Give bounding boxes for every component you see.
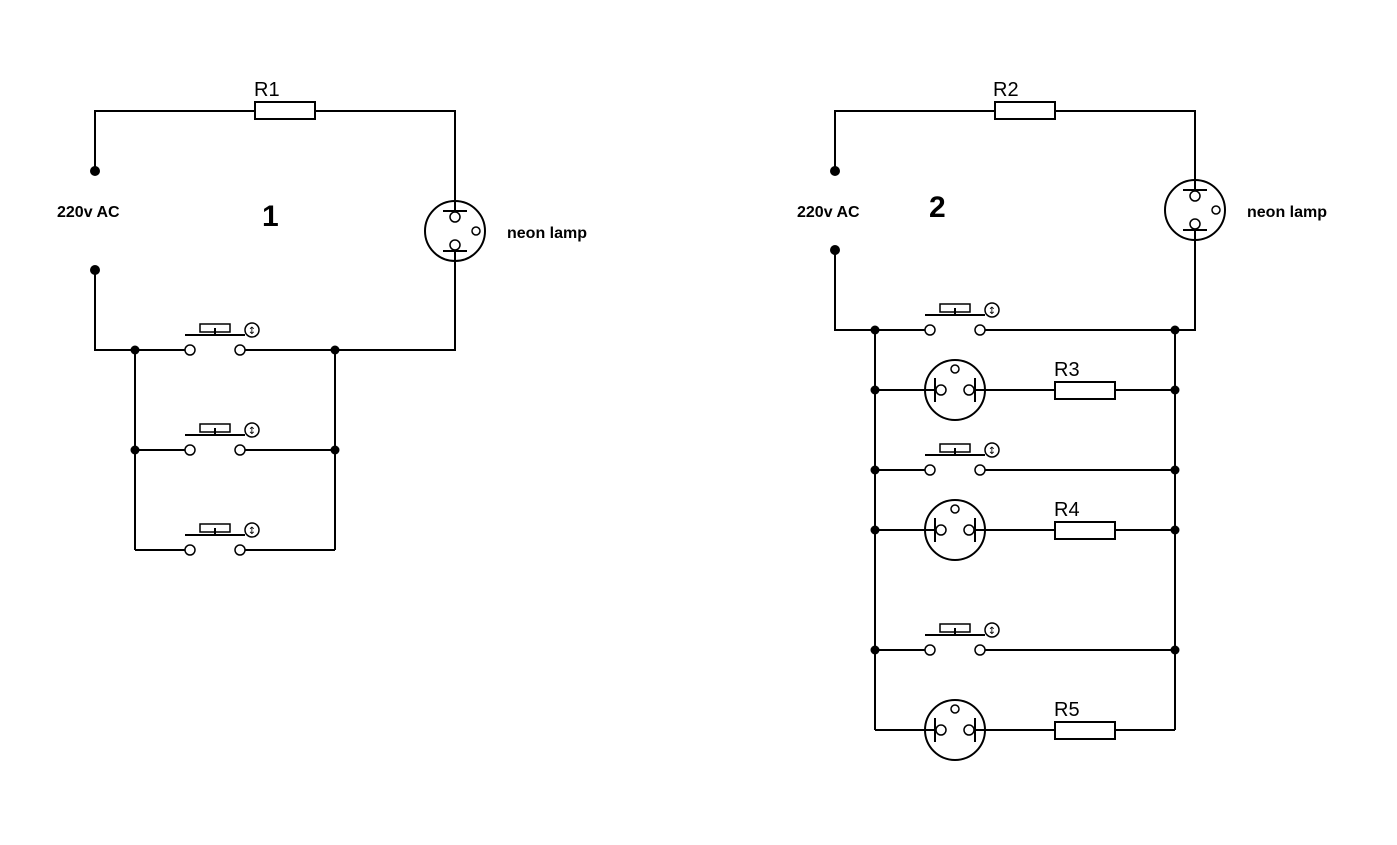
resistor-r4	[1054, 521, 1116, 540]
source-terminal-top-2	[830, 166, 840, 176]
resistor-label-r4: R4	[1054, 499, 1080, 521]
resistor-r5	[1054, 721, 1116, 740]
resistor-r3	[1054, 381, 1116, 400]
resistor-label-r3: R3	[1054, 359, 1080, 381]
resistor-label-r1: R1	[254, 79, 280, 101]
circuit-number-1: 1	[262, 200, 279, 233]
neon-lamp-r4-branch	[924, 499, 986, 561]
lamp-label-1: neon lamp	[507, 225, 587, 242]
source-terminal-top-1	[90, 166, 100, 176]
neon-lamp-r3-branch	[924, 359, 986, 421]
neon-lamp-2	[1164, 179, 1226, 241]
resistor-label-r2: R2	[993, 79, 1019, 101]
resistor-r1	[254, 101, 316, 120]
source-label-1: 220v AC	[57, 204, 120, 221]
source-label-2: 220v AC	[797, 204, 860, 221]
neon-lamp-r5-branch	[924, 699, 986, 761]
circuit-number-2: 2	[929, 191, 946, 224]
neon-lamp-1	[424, 200, 486, 262]
resistor-r2	[994, 101, 1056, 120]
lamp-label-2: neon lamp	[1247, 204, 1327, 221]
circuit-2: R2 220v AC 2 neon lamp R3 R4 R5	[797, 79, 1327, 761]
circuit-1: R1 220v AC 1 neon lamp	[57, 79, 587, 556]
resistor-label-r5: R5	[1054, 699, 1080, 721]
